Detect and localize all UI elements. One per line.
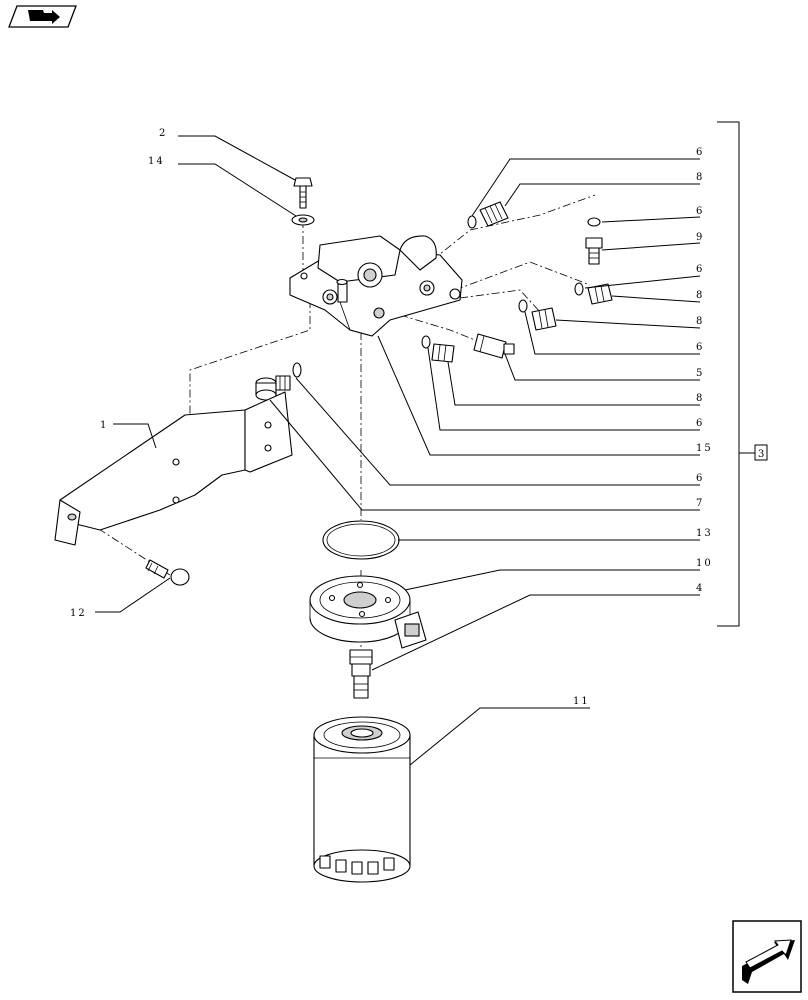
bolt-part	[293, 177, 313, 209]
callout-15: 15	[696, 443, 713, 454]
callout-7: 7	[696, 498, 704, 509]
callout-1: 1	[100, 420, 108, 431]
oring-6e	[421, 335, 431, 349]
callout-10: 10	[696, 558, 713, 569]
filter-head-housing	[289, 235, 463, 337]
callout-11: 11	[573, 696, 590, 707]
nipple-4	[349, 649, 373, 699]
callout-8d: 8	[696, 393, 704, 404]
fitting-8c	[531, 307, 557, 331]
fitting-8b	[587, 283, 613, 305]
callout-6c: 6	[696, 264, 704, 275]
callout-8b: 8	[696, 290, 704, 301]
callout-6b: 6	[696, 206, 704, 217]
callout-9: 9	[696, 232, 704, 243]
callout-6a: 6	[696, 147, 704, 158]
callout-13: 13	[696, 528, 713, 539]
book-with-arrow-icon[interactable]	[8, 5, 77, 28]
callout-2: 2	[159, 128, 167, 139]
oring-6b	[587, 217, 601, 227]
oring-6c	[574, 282, 584, 296]
callout-labels: 2 14 1 12 6 8 6 9 6 8 8 6 5 8 6 15 6 7 1…	[70, 128, 713, 707]
callout-5: 5	[696, 368, 704, 379]
callout-6d: 6	[696, 342, 704, 353]
seal-ring-13	[322, 520, 400, 560]
leader-lines	[95, 135, 701, 766]
sensor-9	[585, 237, 603, 265]
oring-6f	[292, 362, 302, 378]
callout-4: 4	[696, 583, 704, 594]
group-label: 3	[758, 449, 764, 460]
mounting-bracket	[54, 391, 293, 546]
callout-8c: 8	[696, 316, 704, 327]
callout-6e: 6	[696, 418, 704, 429]
callout-12: 12	[70, 608, 87, 619]
oring-6a	[467, 215, 477, 229]
bolt-12	[145, 559, 190, 586]
plug-7	[255, 375, 291, 401]
washer-part	[291, 214, 315, 226]
callout-6f: 6	[696, 473, 704, 484]
callout-14: 14	[148, 156, 165, 167]
fitting-8d	[431, 343, 455, 363]
assembly-bracket: 3	[717, 121, 768, 627]
next-page-arrow-icon[interactable]	[732, 920, 802, 993]
filter-base-10	[309, 575, 427, 649]
callout-8a: 8	[696, 172, 704, 183]
oring-6d	[518, 299, 528, 313]
filter-cartridge-11	[313, 716, 411, 883]
fitting-8a	[479, 201, 509, 227]
switch-5	[473, 333, 515, 359]
